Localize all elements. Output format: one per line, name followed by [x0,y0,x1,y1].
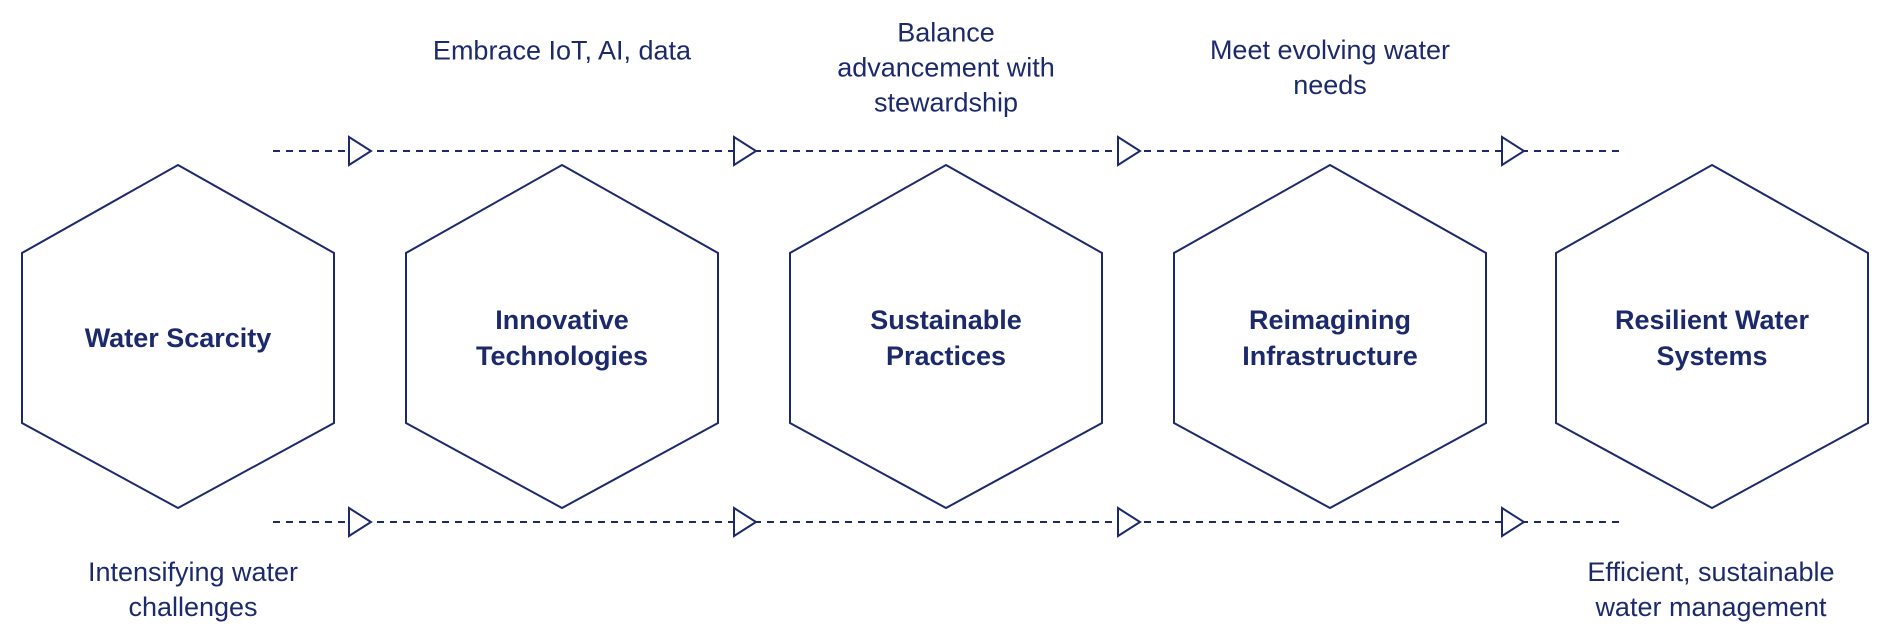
hexagon-stage-2 [405,163,719,510]
arrow-triangle-icon [1117,506,1142,538]
hexagon-stage-1 [21,163,335,510]
arrow-triangle-icon [1501,135,1526,167]
top-label-embrace: Embrace IoT, AI, data [432,35,692,66]
arrow-triangle-icon [1501,506,1526,538]
arrow-triangle-icon [1117,135,1142,167]
stage-title-water-scarcity: Water Scarcity [84,323,272,353]
arrow-triangle-icon [348,135,373,167]
hexagon-stage-3 [789,163,1103,510]
arrow-triangle-icon [733,135,758,167]
arrow-triangle-icon [348,506,373,538]
hexagon-stage-4 [1173,163,1487,510]
arrow-triangle-icon [733,506,758,538]
hexagon-stage-5 [1555,163,1869,510]
